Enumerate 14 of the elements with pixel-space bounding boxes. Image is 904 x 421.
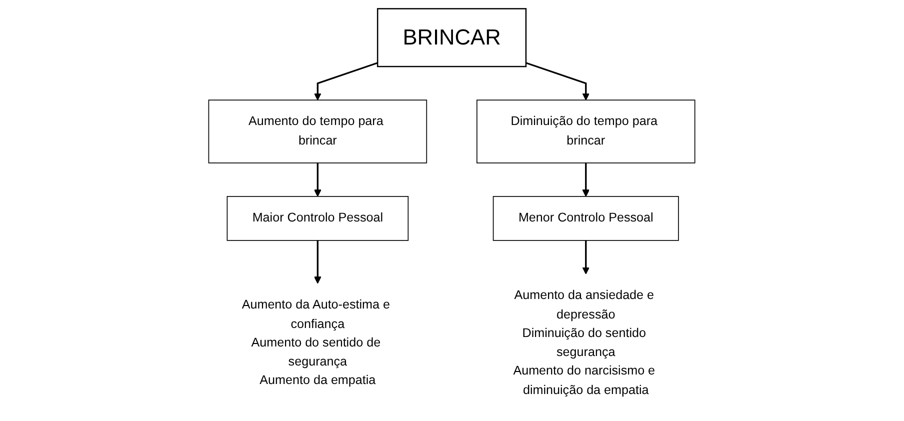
arrow xyxy=(582,240,590,274)
node-box xyxy=(208,100,428,164)
node-box xyxy=(493,196,680,241)
node-text: Aumento da Auto-estima e confiança Aumento do sentido de segurança Aumento da empatia xyxy=(242,298,390,388)
arrow xyxy=(314,162,322,197)
flowchart: BRINCAR Aumento do tempo para brincar Diminuição do tempo para brincar Maior Controlo Pessoal Menor Controlo Pessoal Aumento da Auto-estima e confiança Aumento do sentido de segurança Aumento da empatia Aumento da ansiedade e depressão Diminuição do sentido segurança Aumento do narcisismo e diminuição da empatia xyxy=(202,2,702,419)
node-box xyxy=(476,100,696,164)
node-box xyxy=(226,196,409,241)
arrow xyxy=(582,162,590,197)
node-text: Aumento da ansiedade e depressão Diminuição do sentido segurança Aumento do narcisismo e diminuição da empatia xyxy=(513,288,656,397)
arrow xyxy=(314,62,378,100)
arrow xyxy=(314,240,322,284)
node-box xyxy=(377,8,527,68)
arrow xyxy=(526,62,590,100)
